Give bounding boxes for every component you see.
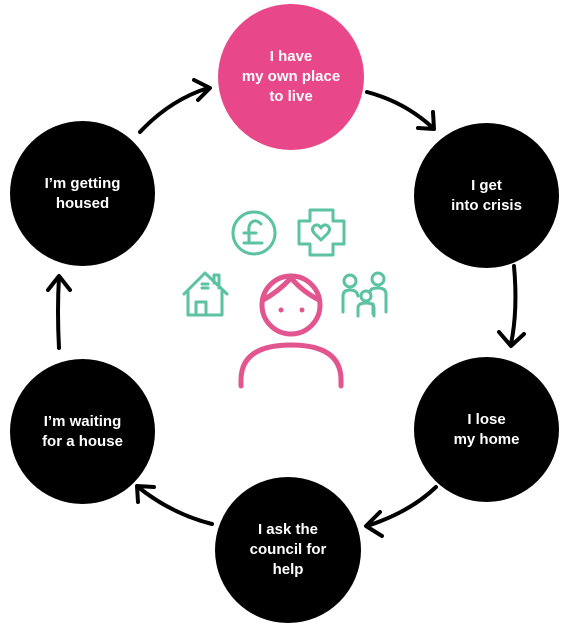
person-icon	[238, 273, 344, 389]
arrow-lose-home-to-council	[364, 485, 438, 538]
arrow-crisis-to-lose-home	[497, 264, 526, 348]
arrow-housed-to-own-place	[138, 78, 212, 134]
cycle-node-label: I get into crisis	[451, 176, 522, 214]
cycle-node-ask-council: I ask the council for help	[215, 477, 361, 623]
arrow-own-place-to-crisis	[365, 90, 436, 131]
cycle-node-label: I lose my home	[453, 410, 520, 448]
pound-coin-icon	[231, 210, 277, 256]
cycle-node-label: I’m getting housed	[44, 174, 121, 212]
cycle-node-lose-home: I lose my home	[414, 357, 559, 502]
cycle-node-own-place: I have my own place to live	[218, 4, 364, 150]
cycle-node-crisis: I get into crisis	[414, 123, 559, 268]
cycle-node-label: I ask the council for help	[249, 521, 327, 578]
cycle-node-waiting: I’m waiting for a house	[10, 359, 155, 504]
arrow-waiting-to-housed	[46, 274, 72, 350]
cycle-node-label: I have my own place to live	[241, 48, 341, 105]
house-icon	[182, 271, 229, 317]
cycle-node-getting-housed: I’m getting housed	[10, 121, 155, 266]
cycle-node-label: I’m waiting for a house	[42, 412, 123, 450]
health-cross-heart-icon	[297, 208, 346, 257]
arrow-council-to-waiting	[135, 484, 214, 526]
family-icon	[341, 271, 388, 318]
